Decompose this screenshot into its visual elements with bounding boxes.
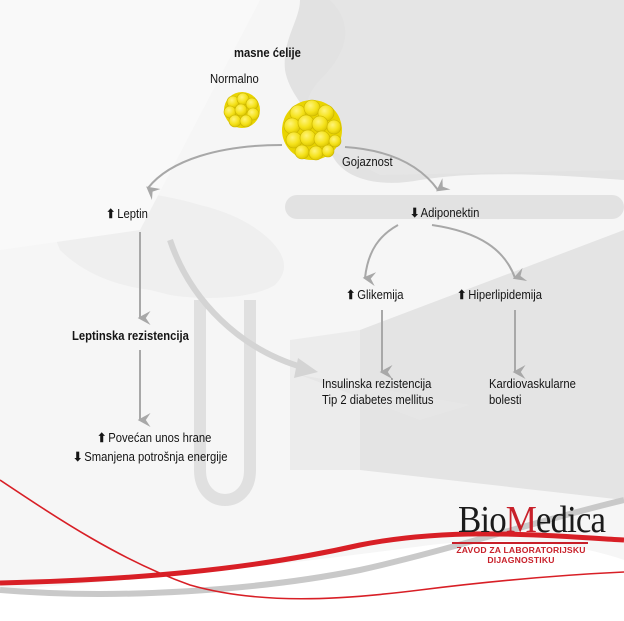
arrow-up-icon: ⬆ — [97, 431, 107, 445]
node-insulin-resistance: Insulinska rezistencija Tip 2 diabetes m… — [322, 376, 434, 408]
node-energy-expenditure-label: Smanjena potrošnja energije — [84, 450, 228, 464]
fat-cells-normal-icon — [223, 92, 260, 128]
node-adiponectin: ⬇ Adiponektin — [410, 205, 479, 221]
node-adiponectin-label: Adiponektin — [420, 206, 480, 220]
node-food-intake: ⬆ Povećan unos hrane — [97, 430, 211, 446]
node-hyperlipidemia-label: Hiperlipidemija — [468, 288, 543, 302]
node-glycemia: ⬆ Glikemija — [346, 287, 404, 303]
node-insulin-resistance-line1: Insulinska rezistencija — [322, 377, 432, 391]
diagram-title: masne ćelije — [234, 46, 301, 60]
arrow-down-icon: ⬇ — [73, 450, 83, 464]
logo-subtitle: ZAVOD ZA LABORATORIJSKU DIJAGNOSTIKU — [456, 545, 586, 565]
node-food-intake-label: Povećan unos hrane — [108, 431, 212, 445]
fat-cells-obese-icon — [282, 99, 342, 161]
node-leptin-resistance: Leptinska rezistencija — [72, 329, 189, 343]
logo-wordmark: BioMedica — [458, 499, 606, 541]
node-insulin-resistance-line2: Tip 2 diabetes mellitus — [322, 393, 434, 407]
logo-divider — [452, 542, 588, 544]
arrow-up-icon: ⬆ — [346, 288, 356, 302]
label-obesity: Gojaznost — [342, 155, 393, 169]
logo-m: M — [505, 499, 537, 541]
node-cardiovascular: Kardiovaskularne bolesti — [489, 376, 576, 408]
arrows — [137, 144, 528, 427]
node-leptin-label: Leptin — [117, 207, 148, 221]
node-glycemia-label: Glikemija — [357, 288, 404, 302]
node-leptin: ⬆ Leptin — [106, 206, 148, 222]
arrow-up-icon: ⬆ — [457, 288, 467, 302]
node-cardiovascular-line1: Kardiovaskularne — [489, 377, 576, 391]
node-energy-expenditure: ⬇ Smanjena potrošnja energije — [73, 449, 227, 465]
node-hyperlipidemia: ⬆ Hiperlipidemija — [457, 287, 542, 303]
arrow-up-icon: ⬆ — [106, 207, 116, 221]
node-cardiovascular-line2: bolesti — [489, 393, 522, 407]
label-normal: Normalno — [210, 72, 259, 86]
arrow-down-icon: ⬇ — [410, 206, 420, 220]
